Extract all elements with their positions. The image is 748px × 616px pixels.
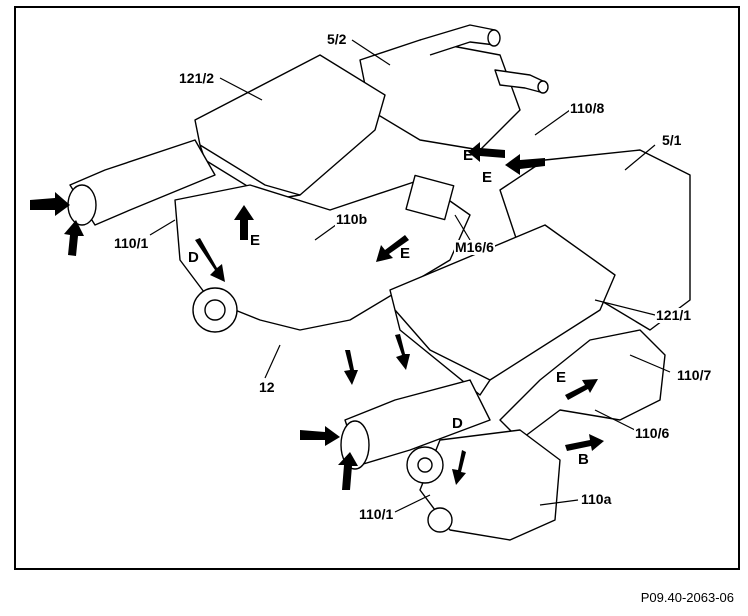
label-121-2: 121/2 <box>178 70 216 86</box>
flow-letter-e: E <box>250 232 261 249</box>
label-110-1-bottom: 110/1 <box>358 506 395 522</box>
diagram-frame <box>14 6 740 570</box>
throttle-actuator <box>405 174 455 221</box>
flow-letter-d: D <box>188 249 199 266</box>
flow-letter-e: E <box>482 169 493 186</box>
flow-letter-e: E <box>463 147 474 164</box>
label-110-7: 110/7 <box>676 367 713 383</box>
air-filter-box-upper <box>194 54 386 196</box>
air-filter-box-lower <box>389 224 616 381</box>
label-110-8: 110/8 <box>569 100 606 116</box>
figure-code: P09.40-2063-06 <box>640 590 734 605</box>
label-110a: 110a <box>580 491 613 507</box>
flow-letter-d: D <box>452 415 463 432</box>
label-121-1: 121/1 <box>655 307 693 323</box>
flow-letter-e: E <box>400 245 411 262</box>
flow-letter-b: B <box>578 451 589 468</box>
label-12: 12 <box>258 379 276 395</box>
air-duct-upper <box>69 139 216 226</box>
label-110-1-top: 110/1 <box>113 235 150 251</box>
turbo-lower <box>419 429 561 541</box>
label-5-2: 5/2 <box>326 31 348 47</box>
flow-letter-e: E <box>556 369 567 386</box>
label-110b: 110b <box>335 211 369 227</box>
air-duct-right <box>499 329 666 441</box>
label-110-6: 110/6 <box>634 425 671 441</box>
label-5-1: 5/1 <box>661 132 683 148</box>
label-m16-6: M16/6 <box>454 239 495 255</box>
